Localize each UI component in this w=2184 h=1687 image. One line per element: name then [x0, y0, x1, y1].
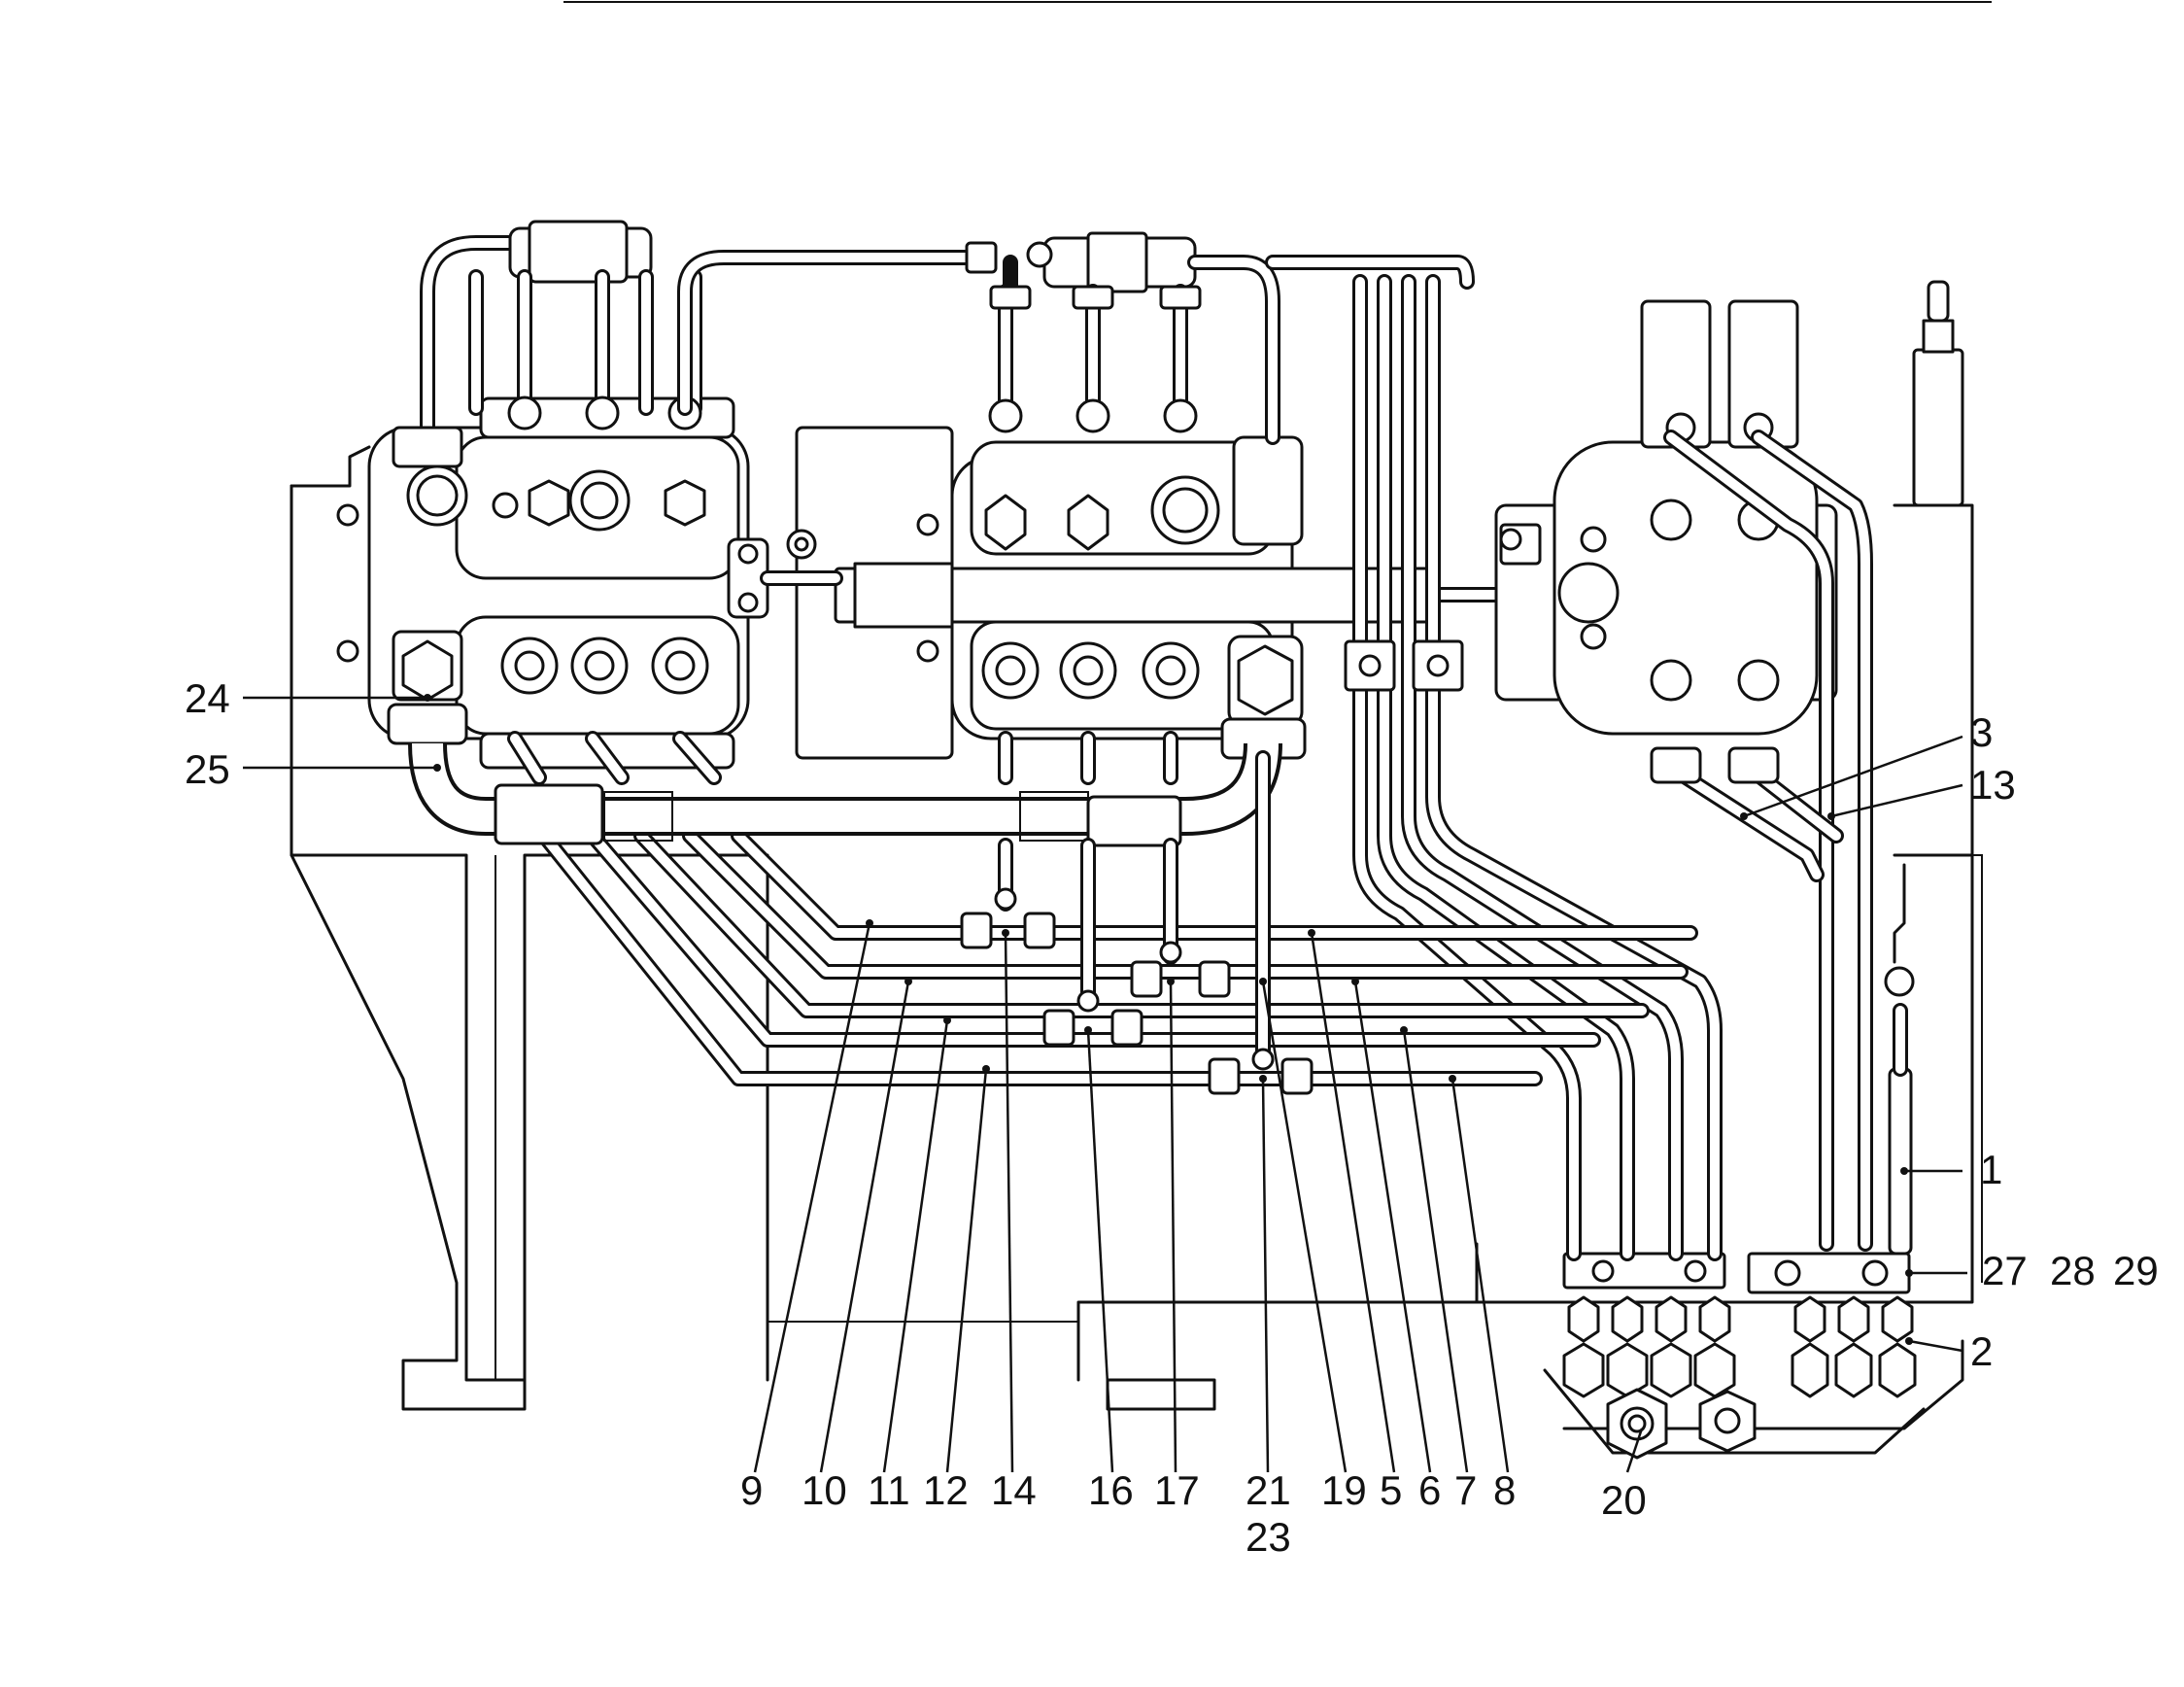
center-top-pipes — [988, 231, 1280, 445]
left-bank-upper-nuts — [406, 465, 706, 532]
callout-11: 11 — [868, 1467, 910, 1513]
callout-21: 21 — [1246, 1467, 1291, 1513]
callout-12: 12 — [923, 1467, 969, 1513]
callout-28: 28 — [2050, 1248, 2096, 1293]
right-valve-bank — [1494, 299, 1838, 736]
callout-9: 9 — [740, 1467, 763, 1513]
callout-24: 24 — [185, 675, 230, 721]
callout-20: 20 — [1601, 1477, 1647, 1523]
bottom-connection-block — [1562, 1252, 1917, 1460]
callout-7: 7 — [1454, 1467, 1477, 1513]
right-tower — [1884, 280, 1974, 997]
right-pilot-lines — [1650, 430, 1873, 1252]
callout-14: 14 — [991, 1467, 1037, 1513]
callout-2: 2 — [1970, 1328, 1993, 1374]
callout-1: 1 — [1980, 1147, 2002, 1192]
callout-13: 13 — [1970, 762, 2016, 808]
horizontal-line-bundle — [536, 828, 1698, 1086]
callout-29: 29 — [2113, 1248, 2159, 1293]
left-top-pipes — [392, 220, 998, 468]
long-pilot-lines — [1265, 255, 1723, 1261]
callout-17: 17 — [1154, 1467, 1200, 1513]
callout-5: 5 — [1380, 1467, 1402, 1513]
tee-fittings — [960, 750, 1314, 1095]
callout-10: 10 — [802, 1467, 847, 1513]
callout-25: 25 — [185, 746, 230, 792]
hose-nut-25 — [387, 703, 468, 745]
callout-8: 8 — [1493, 1467, 1516, 1513]
callout-23: 23 — [1246, 1514, 1291, 1560]
callout-27: 27 — [1982, 1248, 2028, 1293]
callout-labels: 24 25 3 13 1 27 28 29 2 9 10 11 12 14 16… — [185, 675, 2159, 1560]
callout-16: 16 — [1088, 1467, 1134, 1513]
callout-3: 3 — [1970, 709, 1993, 755]
leader-lines — [243, 694, 1967, 1473]
braided-hose — [408, 731, 1282, 847]
part-1-tube — [1888, 1003, 1913, 1256]
callout-6: 6 — [1418, 1467, 1441, 1513]
bottom-fittings — [1562, 1295, 1917, 1398]
callout-19: 19 — [1321, 1467, 1367, 1513]
left-bank-lower-nuts — [500, 637, 709, 695]
left-valve-bank — [336, 396, 750, 770]
base-frame — [290, 445, 1983, 1455]
